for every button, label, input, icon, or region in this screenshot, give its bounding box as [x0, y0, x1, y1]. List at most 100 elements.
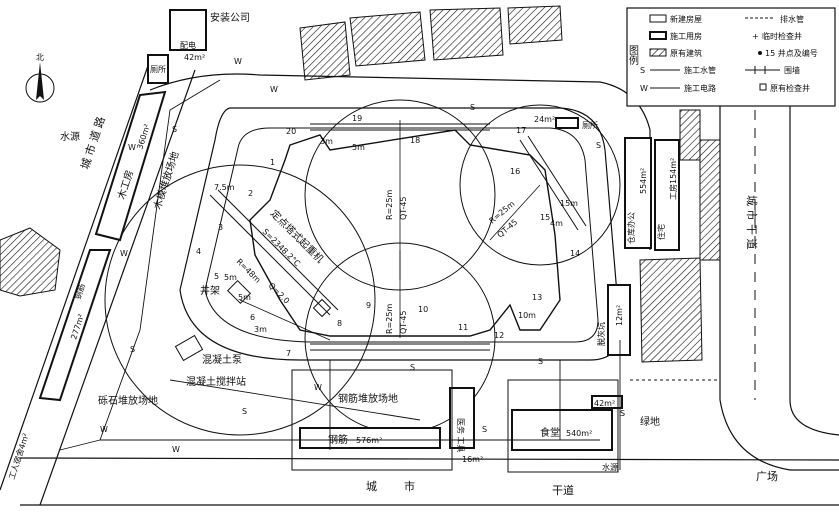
svg-text:W: W: [120, 249, 128, 258]
legend-item-checkwell: 临时检查井: [762, 31, 802, 41]
clinic-label: 医务 工具: [456, 418, 466, 453]
city-road-left: 城 市 道 路: [78, 115, 108, 171]
q45-top-label: QT-45: [399, 196, 408, 220]
d24-label: 24m²: [534, 115, 555, 124]
site-road: [179, 107, 621, 361]
office-label: 仓库办公: [626, 212, 636, 244]
install-company-label: 安装公司: [210, 11, 250, 24]
well-point: 20: [286, 127, 296, 136]
dim-label: 10m: [518, 311, 536, 320]
rebar-shed-area: 576m²: [356, 436, 382, 445]
well-point: 8: [337, 319, 342, 328]
legend: 图例 新建房屋 排水管 施工用房 + 临时检查井 原有建筑 15 井点及编号 S…: [626, 7, 836, 107]
well-point: 7: [286, 349, 291, 358]
dim-label: 5m: [352, 143, 365, 152]
toilet-right-label: 厕所: [582, 120, 598, 130]
well-frame-label: 井架: [200, 284, 220, 297]
distribution-label: 配电: [180, 40, 196, 50]
clinic-area: 16m²: [462, 455, 483, 464]
svg-text:W: W: [172, 445, 180, 454]
legend-item-drain: 排水管: [780, 14, 804, 24]
well-points: 1 2 3 4 5 6 7 8 9 10 11 12 13 14 15 16 1…: [196, 114, 580, 358]
temporary-facilities: [38, 9, 680, 473]
well-point: 18: [410, 136, 420, 145]
legend-item-wall: 围墙: [784, 65, 800, 75]
svg-text:S: S: [596, 141, 601, 150]
office-area: 554m²: [639, 168, 648, 194]
radius-lines: [239, 120, 541, 341]
well-point: 11: [458, 323, 468, 332]
well-point: 15: [540, 213, 550, 222]
q20-label: Q=2.0: [267, 281, 292, 306]
water-source-left: 水源: [60, 130, 80, 143]
well-point: 14: [570, 249, 580, 258]
city-bottom-2: 市: [404, 479, 415, 493]
canteen-area: 540m²: [566, 429, 592, 438]
well-point: 17: [516, 126, 526, 135]
well-point: 12: [494, 331, 504, 340]
well-point: 5: [214, 272, 219, 281]
svg-text:W: W: [100, 425, 108, 434]
legend-item-wellpoint: 15 井点及编号: [765, 48, 818, 58]
dim-label: 3m: [320, 137, 333, 146]
canteen-small-area: 42m²: [594, 399, 615, 408]
svg-text:W: W: [640, 84, 648, 93]
well-point: 9: [366, 301, 371, 310]
legend-well-icon: [758, 51, 762, 55]
contractor-dorm-label: 工人宿舍4m²: [6, 432, 30, 481]
north-arrow: 北: [25, 53, 55, 103]
steel-shop-label: 钢筋: [72, 282, 86, 300]
legend-item-power: 施工电路: [684, 83, 716, 93]
svg-text:S: S: [242, 407, 247, 416]
distribution-area: 42m²: [184, 53, 205, 62]
svg-text:S: S: [482, 425, 487, 434]
mixer-pump-label: 混凝土泵: [202, 353, 242, 366]
legend-item-new: 新建房屋: [670, 14, 702, 24]
dim-label: 5m: [238, 293, 251, 302]
well-point: 6: [250, 313, 255, 322]
city-main-road: 城 市 干 道: [745, 195, 759, 250]
svg-text:S: S: [620, 409, 625, 418]
svg-text:S: S: [172, 125, 177, 134]
well-point: 2: [248, 189, 253, 198]
well-point: 16: [510, 167, 520, 176]
svg-text:W: W: [314, 383, 322, 392]
well-point: 4: [196, 247, 201, 256]
svg-text:W: W: [234, 57, 242, 66]
city-bottom-3: 干道: [552, 483, 574, 497]
r25-bottom-label: R=25m: [385, 304, 394, 334]
dim-label: 3m: [254, 325, 267, 334]
dim-label: 4m: [550, 219, 563, 228]
svg-text:S: S: [640, 66, 645, 75]
plaza-label: 广场: [756, 469, 778, 483]
well-point: 1: [270, 158, 275, 167]
lime-pool-area: 12m²: [615, 305, 624, 326]
legend-item-water: 施工水管: [684, 65, 716, 75]
well-point: 3: [218, 223, 223, 232]
canteen-label: 食堂: [540, 426, 560, 439]
city-bottom-1: 城: [366, 480, 377, 493]
svg-text:W: W: [270, 85, 278, 94]
worker-house-area: 工房154m²: [668, 158, 678, 200]
mixer-station-label: 混凝土搅拌站: [186, 375, 246, 388]
svg-text:W: W: [128, 143, 136, 152]
tower-crane-track: [209, 189, 339, 318]
rebar-yard-label: 钢筋堆放场地: [338, 392, 398, 405]
site-labels: 安装公司 配电 42m² 厕所 水源 城 市 道 路 木工房 360m² 木模堆…: [6, 11, 778, 497]
toilet-left-label: 厕所: [150, 64, 166, 74]
legend-item-oldwell: 原有检查井: [770, 83, 810, 93]
svg-text:S: S: [470, 103, 475, 112]
well-point: 19: [352, 114, 362, 123]
roads: [0, 59, 839, 506]
well-point: 13: [532, 293, 542, 302]
legend-side-title: 图例: [627, 45, 639, 66]
q45-bottom-label: QT-45: [399, 310, 408, 334]
svg-text:S: S: [538, 357, 543, 366]
well-point: 10: [418, 305, 428, 314]
utility-lines: [59, 79, 621, 470]
worker-house-label: 住宅: [656, 224, 666, 240]
legend-cross-icon: +: [752, 32, 759, 41]
green-label: 绿地: [640, 415, 660, 428]
stone-yard-label: 砾石堆放场地: [98, 394, 158, 407]
r25-top-label: R=25m: [385, 190, 394, 220]
